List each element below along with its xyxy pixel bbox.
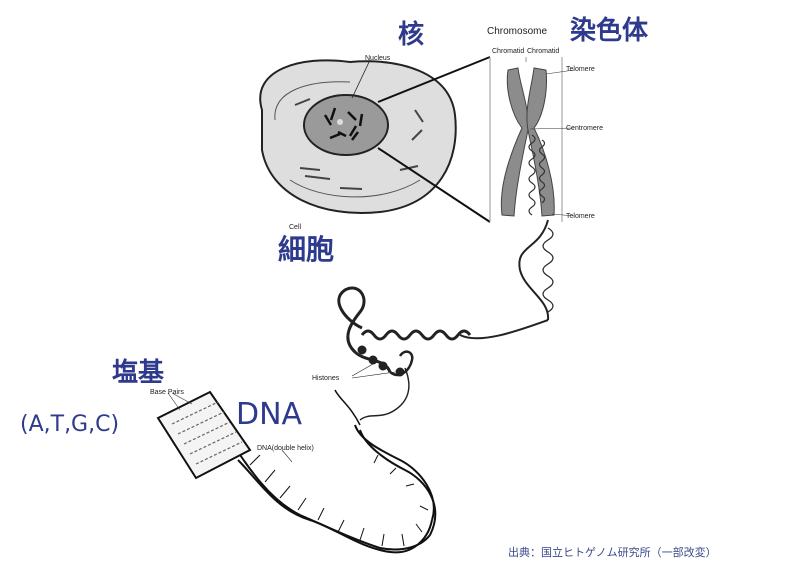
- centromere-label: Centromere: [566, 125, 603, 132]
- base-pairs-label: Base Pairs: [150, 389, 184, 396]
- nucleus: [303, 94, 389, 156]
- base-pair-ribbon: [156, 390, 252, 480]
- chromosome-panel: [489, 57, 575, 222]
- dna-label-jp: DNA: [236, 397, 303, 432]
- cell-label-en: Cell: [289, 224, 302, 231]
- zoom-line-bottom: [377, 147, 491, 223]
- dna-double-helix-label: DNA(double helix): [257, 445, 314, 452]
- zoom-line-top: [377, 56, 491, 103]
- chromatin-fiber: [337, 219, 554, 421]
- bases-label-jp: 塩基: [112, 358, 165, 388]
- chromosome-label-jp: 染色体: [570, 16, 649, 46]
- nucleus-leader: [351, 59, 371, 99]
- bases-list-label: (A,T,G,C): [20, 412, 120, 437]
- chromatid-label-right: Chromatid: [527, 48, 560, 55]
- dna-double-helix: [229, 389, 437, 554]
- chromosome-label-en: Chromosome: [487, 26, 548, 37]
- histones-label: Histones: [312, 375, 340, 382]
- source-credit: 出典：国立ヒトゲノム研究所（一部改変）: [508, 546, 717, 559]
- nucleus-label-jp: 核: [398, 20, 425, 50]
- chromatid-label-left: Chromatid: [492, 48, 525, 55]
- telomere-label-top: Telomere: [566, 66, 595, 73]
- nucleus-label-en: Nucleus: [365, 55, 391, 62]
- dna-leader: [281, 449, 293, 463]
- cell-label-jp: 細胞: [278, 233, 335, 266]
- telomere-label-bottom: Telomere: [566, 213, 595, 220]
